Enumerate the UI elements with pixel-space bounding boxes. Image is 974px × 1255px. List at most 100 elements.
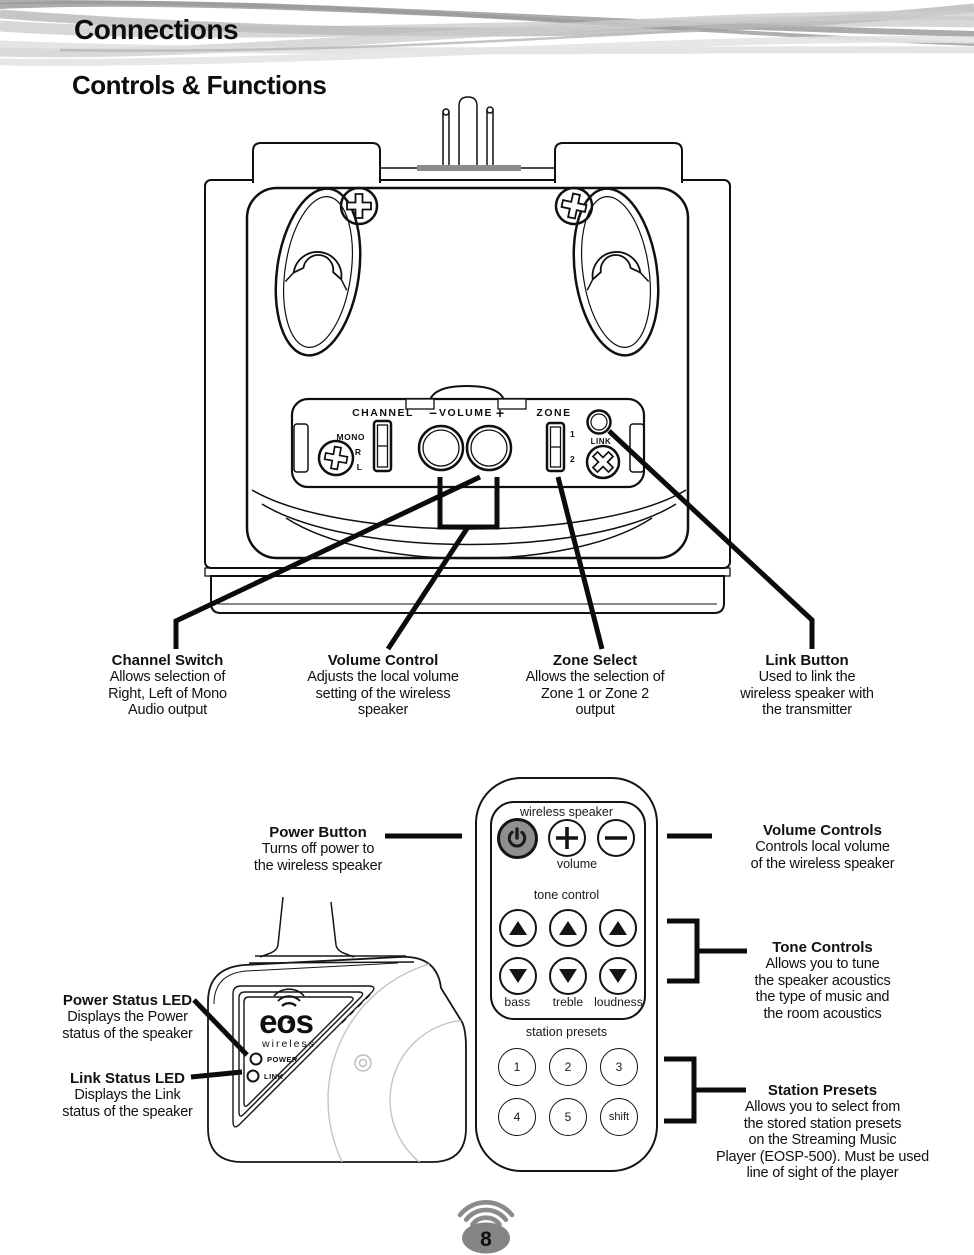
label-volume: VOLUME — [439, 407, 493, 419]
eos-logo-text: eos — [259, 1003, 313, 1040]
label-zone: ZONE — [536, 407, 571, 419]
callout-title: Station Presets — [767, 1082, 878, 1099]
page-number: 8 — [480, 1228, 492, 1251]
preset-5-button: 5 — [549, 1098, 587, 1136]
preset-label: 3 — [615, 1060, 623, 1074]
treble-up-button — [549, 909, 587, 947]
callout-body: Allows you to tune the speaker acoustics… — [754, 956, 891, 1022]
label-r: R — [355, 447, 361, 457]
callout-zone-select: Zone Select Allows the selection of Zone… — [500, 652, 690, 719]
section-title: Controls & Functions — [72, 70, 327, 100]
callout-body: Allows the selection of Zone 1 or Zone 2… — [525, 669, 665, 718]
volume-up-button — [548, 819, 586, 857]
link-led-label: LINK — [264, 1072, 284, 1081]
rear-control-panel: CHANNEL – VOLUME + ZONE MONO R L 1 2 LIN… — [290, 384, 646, 489]
up-arrow-icon — [559, 921, 577, 935]
power-button — [496, 817, 538, 859]
rear-speaker-diagram: CHANNEL – VOLUME + ZONE MONO R L 1 2 LIN… — [204, 96, 731, 614]
label-volume-plus: + — [496, 405, 504, 421]
page-title: Connections — [74, 14, 239, 45]
treble-label: treble — [552, 995, 584, 1009]
callout-title: Zone Select — [552, 652, 638, 669]
label-link: LINK — [591, 437, 612, 446]
bass-down-button — [499, 957, 537, 995]
callout-body: Displays the Power status of the speaker — [62, 1009, 193, 1042]
remote-leader-lines — [190, 833, 747, 1124]
preset-2-button: 2 — [549, 1048, 587, 1086]
antenna — [248, 896, 415, 964]
keyhole-mount-icon — [274, 187, 362, 357]
wifi-arcs-icon — [457, 1200, 515, 1227]
link-button — [586, 409, 612, 435]
power-icon — [507, 827, 527, 848]
loudness-label: loudness — [594, 995, 643, 1009]
callout-power-status-led: Power Status LED Displays the Power stat… — [40, 992, 215, 1042]
label-channel: CHANNEL — [352, 407, 414, 419]
plus-icon — [556, 827, 578, 849]
power-led-label: POWER — [267, 1055, 298, 1064]
tone-control-label: tone control — [533, 888, 600, 902]
remote-section-label: wireless speaker — [519, 805, 614, 819]
callout-title: Channel Switch — [111, 652, 224, 669]
link-led-icon: LINK — [246, 1069, 284, 1083]
remote-upper-panel — [490, 801, 646, 1020]
callout-body: Controls local volume of the wireless sp… — [750, 839, 895, 872]
phillips-screw-icon — [339, 186, 379, 226]
channel-switch — [372, 419, 393, 473]
volume-label: volume — [556, 857, 598, 871]
callout-body: Used to link the wireless speaker with t… — [740, 669, 874, 718]
callout-volume-control: Volume Control Adjusts the local volume … — [288, 652, 478, 719]
callout-body: Adjusts the local volume setting of the … — [307, 669, 459, 718]
tone-labels-row: bass treble loudness — [492, 995, 644, 1009]
eos-logo-sub: wireless — [261, 1038, 316, 1050]
preset-4-button: 4 — [498, 1098, 536, 1136]
preset-label: 1 — [513, 1060, 521, 1074]
bass-up-button — [499, 909, 537, 947]
eos-logo: eos wireless — [259, 988, 316, 1050]
preset-shift-button: shift — [600, 1098, 638, 1136]
label-zone1: 1 — [570, 429, 575, 439]
wifi-arcs-icon — [273, 988, 305, 1007]
label-volume-minus: – — [429, 404, 437, 420]
remote-control-diagram: wireless speaker volume tone control bas… — [475, 777, 658, 1172]
down-arrow-icon — [609, 969, 627, 983]
label-zone2: 2 — [570, 454, 575, 464]
preset-label: 4 — [513, 1110, 521, 1124]
up-arrow-icon — [509, 921, 527, 935]
callout-body: Displays the Link status of the speaker — [62, 1087, 193, 1120]
callout-body: Allows selection of Right, Left of Mono … — [108, 669, 227, 718]
loudness-down-button — [599, 957, 637, 995]
label-mono: MONO — [337, 432, 365, 442]
callout-volume-controls: Volume Controls Controls local volume of… — [725, 822, 920, 872]
callout-title: Link Button — [765, 652, 849, 669]
ac-plug — [417, 96, 521, 171]
preset-label: shift — [608, 1111, 630, 1123]
callout-channel-switch: Channel Switch Allows selection of Right… — [75, 652, 260, 719]
keyhole-mount-icon — [572, 187, 660, 357]
callout-title: Tone Controls — [772, 939, 873, 956]
callout-tone-controls: Tone Controls Allows you to tune the spe… — [725, 939, 920, 1022]
down-arrow-icon — [559, 969, 577, 983]
callout-power-button: Power Button Turns off power to the wire… — [228, 824, 408, 874]
phillips-screw-icon — [317, 439, 355, 477]
volume-down-button — [597, 819, 635, 857]
callout-body: Turns off power to the wireless speaker — [253, 841, 383, 874]
station-presets-label: station presets — [525, 1025, 608, 1039]
page-number-badge: 8 — [457, 1200, 515, 1254]
power-led-icon: POWER — [249, 1052, 298, 1066]
label-l: L — [357, 462, 362, 472]
bass-label: bass — [504, 995, 531, 1009]
preset-3-button: 3 — [600, 1048, 638, 1086]
callout-title: Power Button — [269, 824, 367, 841]
volume-down-button — [417, 424, 465, 472]
callout-link-button: Link Button Used to link the wireless sp… — [712, 652, 902, 719]
callout-title: Volume Control — [327, 652, 439, 669]
phillips-screw-icon — [554, 186, 594, 226]
volume-up-button — [465, 424, 513, 472]
up-arrow-icon — [609, 921, 627, 935]
callout-title: Power Status LED — [62, 992, 193, 1009]
minus-icon — [605, 836, 627, 840]
preset-1-button: 1 — [498, 1048, 536, 1086]
preset-label: 2 — [564, 1060, 572, 1074]
